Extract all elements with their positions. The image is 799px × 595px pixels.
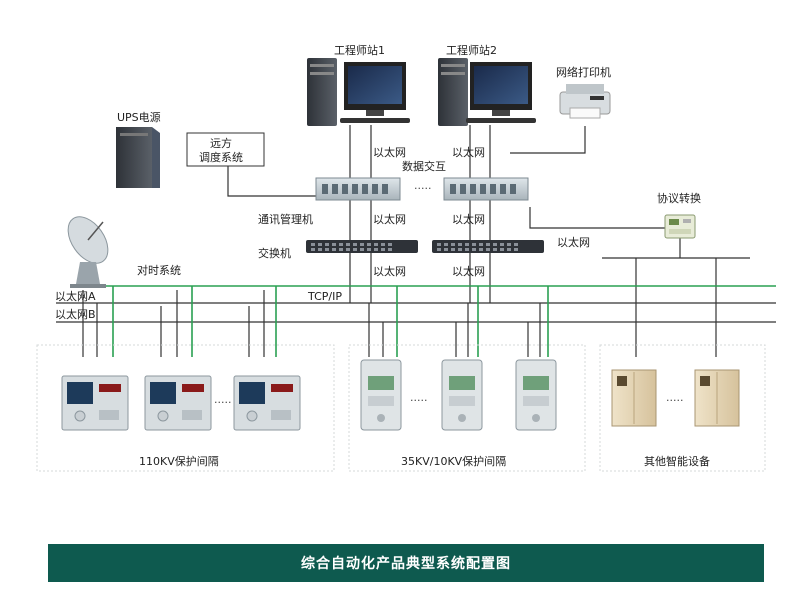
- smart-device-cabinet-2[interactable]: [694, 369, 740, 427]
- relay-35kv-3[interactable]: [515, 359, 557, 431]
- label-ups: UPS电源: [117, 110, 161, 124]
- label-remote-2: 调度系统: [199, 150, 243, 164]
- network-switch-1[interactable]: [306, 240, 418, 253]
- comm-manager-1[interactable]: [315, 177, 401, 201]
- label-ethernet-mid-2: 以太网: [452, 213, 485, 226]
- protocol-converter[interactable]: [664, 214, 696, 239]
- relay-35kv-2[interactable]: [441, 359, 483, 431]
- label-station-1: 工程师站1: [334, 43, 385, 57]
- label-time-system: 对时系统: [137, 263, 181, 277]
- label-ethernet-low-1: 以太网: [373, 265, 406, 278]
- relay-110kv-3[interactable]: [233, 375, 301, 431]
- label-printer: 网络打印机: [556, 65, 611, 79]
- ellipsis-other: ·····: [666, 394, 683, 407]
- label-station-2: 工程师站2: [446, 43, 497, 57]
- connection-lines: [56, 125, 776, 357]
- label-tcpip: TCP/IP: [307, 290, 342, 303]
- label-comm-manager: 通讯管理机: [258, 212, 313, 226]
- engineer-workstation-2[interactable]: [438, 58, 536, 126]
- caption-35kv: 35KV/10KV保护间隔: [401, 454, 506, 468]
- ellipsis-comm: ·····: [414, 182, 431, 195]
- label-switch: 交换机: [258, 246, 291, 260]
- label-remote-1: 远方: [210, 136, 232, 150]
- relay-110kv-1[interactable]: [61, 375, 129, 431]
- satellite-dish-icon: [67, 216, 109, 288]
- label-protocol-convert: 协议转换: [657, 191, 701, 205]
- diagram-title-banner: 综合自动化产品典型系统配置图: [48, 544, 764, 582]
- label-ethernet-mid-1: 以太网: [373, 213, 406, 226]
- label-ethernet-a: 以太网A: [55, 290, 96, 303]
- network-printer[interactable]: [559, 84, 611, 119]
- ellipsis-35kv: ·····: [410, 394, 427, 407]
- ellipsis-110kv: ·····: [214, 396, 231, 409]
- group-frame-other: [599, 344, 766, 472]
- label-ethernet-top-2: 以太网: [452, 146, 485, 159]
- smart-device-cabinet-1[interactable]: [611, 369, 657, 427]
- label-ethernet-low-2: 以太网: [452, 265, 485, 278]
- ups-unit[interactable]: [116, 127, 160, 188]
- engineer-workstation-1[interactable]: [307, 58, 410, 126]
- label-ethernet-top-1: 以太网: [373, 146, 406, 159]
- relay-110kv-2[interactable]: [144, 375, 212, 431]
- relay-35kv-1[interactable]: [360, 359, 402, 431]
- comm-manager-2[interactable]: [443, 177, 529, 201]
- remote-dispatch-box[interactable]: [186, 132, 265, 167]
- label-ethernet-right: 以太网: [557, 236, 590, 249]
- group-frame-35kv: [348, 344, 586, 472]
- caption-other: 其他智能设备: [644, 454, 710, 468]
- label-data-exchange: 数据交互: [402, 159, 446, 173]
- caption-110kv: 110KV保护间隔: [139, 454, 219, 468]
- network-switch-2[interactable]: [432, 240, 544, 253]
- label-ethernet-b: 以太网B: [55, 308, 96, 321]
- group-frame-110kv: [36, 344, 335, 472]
